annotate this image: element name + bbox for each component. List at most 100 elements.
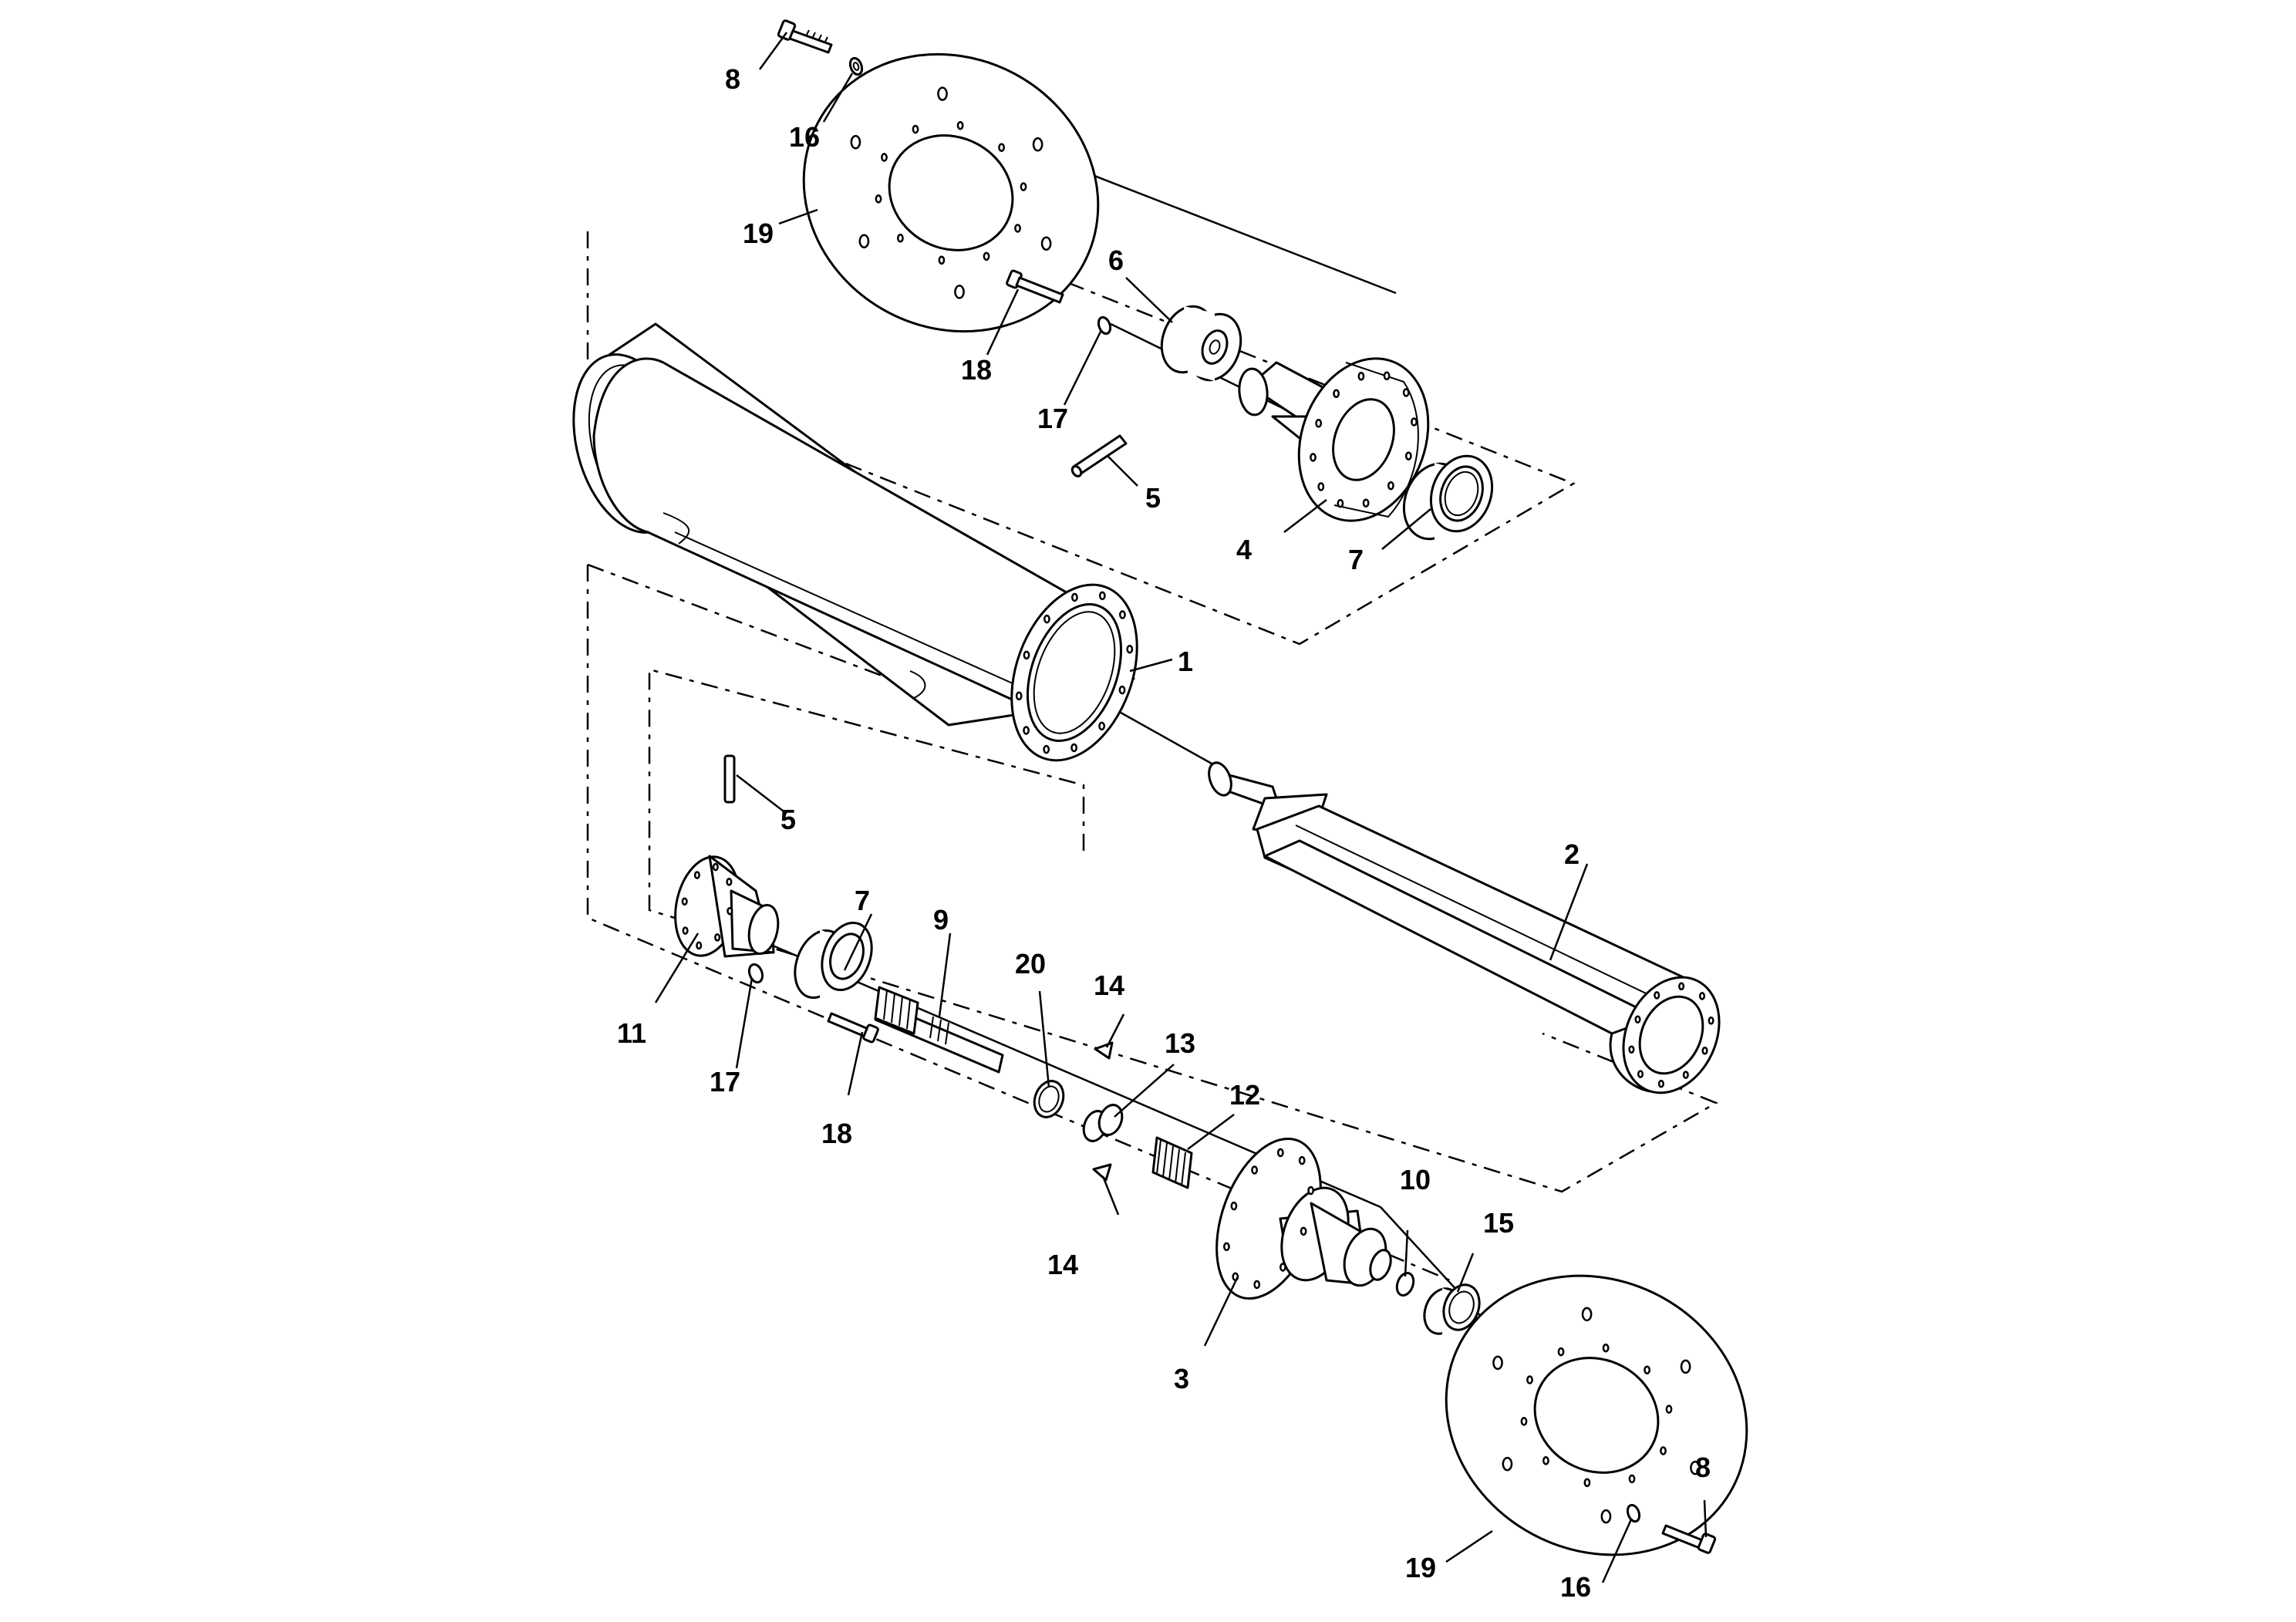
disc-bolt-hole [1665,1404,1673,1414]
flange-bolt-hole [696,941,703,950]
upper-hub-bolt [1006,269,1064,304]
flange-bolt-hole [712,862,719,872]
disc-mount-hole [858,234,870,248]
housing-bolt-hole [1098,721,1105,731]
housing-bolt-hole [1070,743,1077,753]
disc-bolt-hole [1583,1478,1591,1488]
hub-bolt-hole [1411,417,1418,427]
hub-bolt-hole [1300,1226,1307,1236]
disc-bolt-hole [1660,1446,1667,1455]
hub-bolt-hole [1276,1148,1284,1158]
disc-mount-hole [954,285,965,299]
label-part-15: 15 [1483,1207,1514,1239]
hub-bolt-hole [1279,1263,1286,1272]
disc-bolt-hole [956,120,964,130]
hub-bolt-hole [1223,1242,1230,1252]
label-part-4: 4 [1236,534,1252,565]
disc-bolt-hole [881,153,888,162]
disc-bolt-hole [998,143,1005,152]
label-part-11: 11 [617,1017,646,1049]
hub-bolt-hole [1315,419,1323,428]
axle-housing-tube [572,322,1138,762]
disc-bolt-hole [1014,224,1021,233]
label-part-5-upper: 5 [1145,482,1161,514]
axle-shaft [1208,761,1721,1094]
hub-bolt-hole [1387,481,1394,491]
label-part-8-lower: 8 [1695,1452,1711,1483]
hub-bolt-hole [1317,482,1325,491]
housing-bolt-hole [1098,591,1106,601]
label-part-5-lower: 5 [781,804,796,835]
hub-bolt-hole [1298,1155,1306,1165]
seal-ring [1423,1283,1481,1338]
lower-flange-hub [674,855,780,958]
disc-bolt-hole [1542,1456,1549,1465]
label-part-3: 3 [1174,1363,1189,1394]
hub-bolt-hole [1404,451,1412,460]
flange-bolt-hole [1682,1071,1689,1079]
upper-bearing [1402,454,1494,541]
hub-bolt-hole [1230,1201,1238,1211]
disc-mount-hole [1032,137,1043,152]
label-part-19-upper: 19 [743,218,774,249]
hub-bolt-hole [1337,498,1344,508]
upper-brake-disc [802,52,1100,333]
flange-bolt-hole [1701,1047,1708,1055]
upper-key [1094,1041,1114,1060]
label-part-17-upper: 17 [1037,403,1068,434]
disc-mount-hole [1600,1509,1612,1524]
disc-bolt-hole [1628,1474,1636,1484]
label-part-17-lower: 17 [710,1066,740,1098]
disc-mount-hole [1581,1307,1593,1322]
housing-bolt-hole [1119,610,1126,619]
disc-bolt-hole [1557,1347,1565,1357]
label-part-12: 12 [1229,1079,1260,1111]
lower-flange-washer [747,963,764,984]
flange-bolt-hole [1654,991,1660,1000]
disc-bolt-hole [875,194,882,204]
bushing [1082,1104,1124,1142]
disc-bolt-hole [1602,1343,1610,1353]
hub-bolt-hole [1357,372,1365,381]
housing-bolt-hole [1071,592,1078,602]
flange-bolt-hole [1637,1070,1644,1078]
label-part-16-lower: 16 [1560,1571,1591,1603]
label-part-1: 1 [1178,646,1193,677]
upper-hub [1238,357,1430,522]
label-part-18-lower: 18 [821,1118,852,1149]
disc-bolt-hole [1520,1417,1528,1426]
spring [1151,1136,1193,1189]
splined-stub-shaft [874,986,1004,1074]
lower-roll-pin [723,754,736,804]
housing-bolt-hole [1043,744,1050,754]
hub-bolt-hole [1310,453,1317,462]
lower-bearing [794,921,873,1000]
housing-bolt-hole [1118,685,1126,695]
label-part-7-lower: 7 [855,885,870,916]
label-part-20: 20 [1015,948,1046,980]
label-part-2: 2 [1564,838,1580,870]
flange-bolt-hole [1678,982,1685,991]
housing-bolt-hole [1126,644,1134,654]
flange-bolt-hole [1628,1045,1635,1054]
upper-roll-pin [1070,434,1128,477]
upper-disc-washer [848,56,864,76]
label-part-14-upper: 14 [1094,969,1124,1001]
lower-key [1092,1163,1112,1182]
upper-disc-bolt [777,19,833,54]
lower-brake-disc [1445,1274,1748,1556]
label-part-7-upper: 7 [1348,544,1364,575]
disc-mount-hole [1040,236,1052,251]
hub-bolt-hole [1251,1165,1258,1175]
label-part-10: 10 [1400,1164,1431,1195]
disc-mount-hole [1680,1359,1691,1374]
flange-bolt-hole [682,926,689,935]
hub-bolt-hole [1253,1280,1261,1290]
label-part-19-lower: 19 [1405,1552,1436,1583]
disc-bolt-hole [897,234,904,243]
flange-bolt-hole [714,933,721,942]
disc-mount-hole [937,86,948,101]
disc-mount-hole [1690,1460,1701,1475]
lower-disc-bolt [1661,1524,1717,1554]
